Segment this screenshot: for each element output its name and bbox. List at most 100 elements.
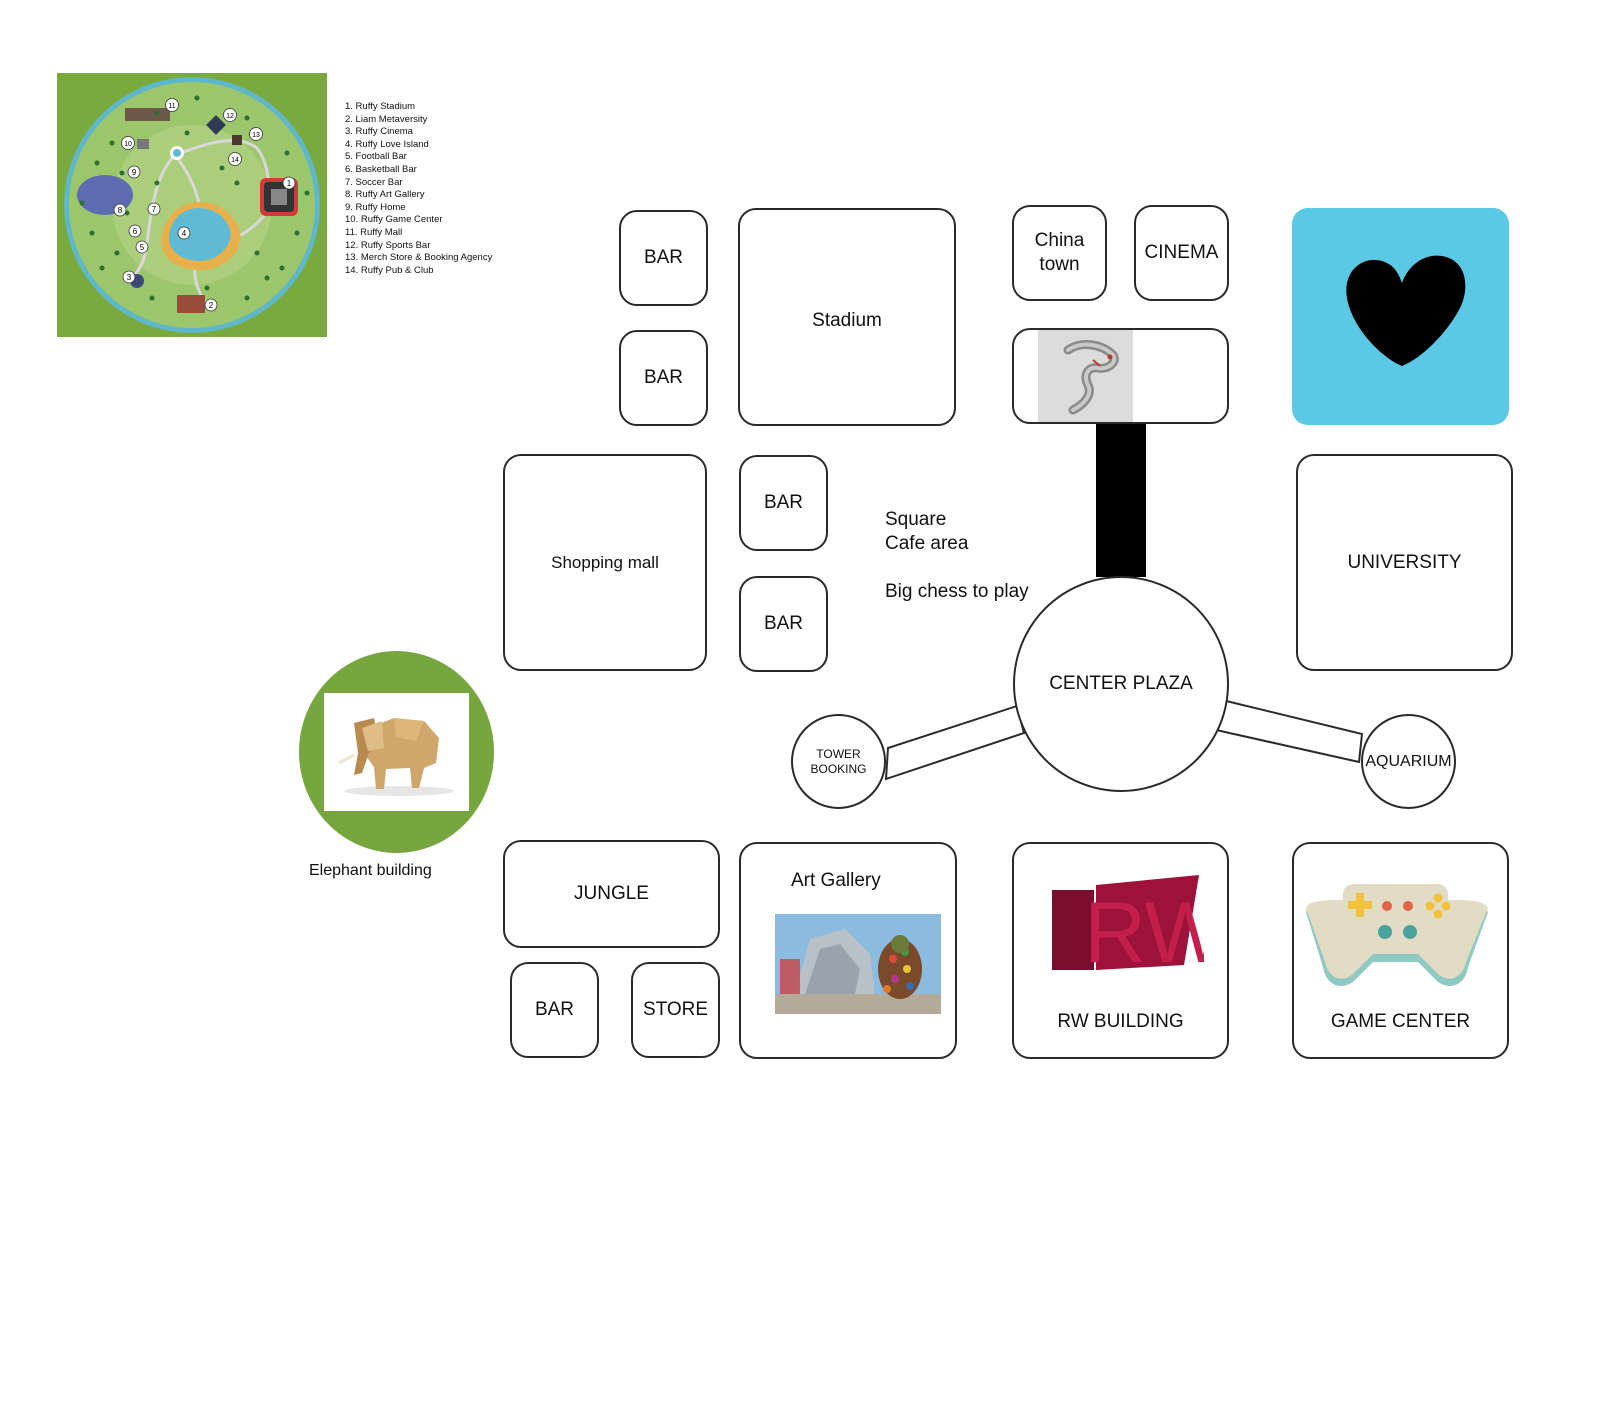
elephant-building-circle[interactable] [299,651,494,853]
legend-item: 10. Ruffy Game Center [345,214,443,226]
elephant-image [324,693,469,811]
svg-text:14: 14 [231,157,239,164]
bar-block-5[interactable]: BAR [510,962,599,1058]
game-center-block[interactable]: GAME CENTER [1292,842,1509,1059]
path-aquarium [1214,698,1364,764]
jungle-block[interactable]: JUNGLE [503,840,720,948]
metaversity-building-icon [177,295,205,313]
legend-item: 7. Soccer Bar [345,176,403,188]
heart-icon [1346,255,1466,366]
map-marker-14: 14 [228,152,242,166]
svg-text:12: 12 [226,113,234,120]
game-center-label: GAME CENTER [1330,1011,1471,1032]
legend-item: 1. Ruffy Stadium [345,101,416,112]
bar-block-2-label: BAR [643,367,684,388]
legend-item: 6. Basketball Bar [345,163,417,175]
rw-building-label: RW BUILDING [1057,1011,1184,1032]
china-town-dragon-block[interactable] [1012,328,1229,424]
map-markers: 1 2 3 4 5 6 7 8 9 10 11 12 13 14 [57,73,327,337]
svg-text:3: 3 [127,273,132,282]
rw-building-block[interactable]: RW RW BUILDING [1012,842,1229,1059]
bar-block-3[interactable]: BAR [739,455,828,551]
map-marker-10: 10 [121,136,135,150]
svg-text:7: 7 [152,205,157,214]
bar-block-4[interactable]: BAR [739,576,828,672]
map-marker-11: 11 [165,98,179,112]
aquarium-label: AQUARIUM [1365,752,1452,770]
svg-text:13: 13 [252,132,260,139]
map-marker-12: 12 [223,108,237,122]
tower-booking-label-line2: BOOKING [810,761,867,776]
cinema-block[interactable]: CINEMA [1134,205,1229,301]
dragon-sculpture-image [1038,330,1133,422]
map-marker-3: 3 [122,270,136,284]
map-marker-6: 6 [128,224,142,238]
map-marker-13: 13 [249,127,263,141]
stadium-label: Stadium [812,310,882,331]
university-label: UNIVERSITY [1347,551,1462,573]
jungle-label: JUNGLE [574,883,649,904]
map-legend: 1. Ruffy Stadium 2. Liam Metaversity 3. … [345,101,492,277]
shopping-mall-label: Shopping mall [551,552,659,572]
svg-text:8: 8 [118,206,123,215]
stadium-block[interactable]: Stadium [738,208,956,426]
elephant-building-label: Elephant building [309,862,432,879]
plaza-note-cafe: Cafe area [885,533,969,554]
svg-text:11: 11 [168,103,175,110]
art-gallery-label: Art Gallery [791,870,881,891]
store-label: STORE [642,999,709,1020]
legend-item: 3. Ruffy Cinema [345,126,413,138]
svg-text:2: 2 [209,301,214,310]
center-plaza-label: CENTER PLAZA [1049,673,1193,694]
svg-text:RW: RW [1084,885,1204,981]
svg-text:5: 5 [140,243,145,252]
bar-block-1[interactable]: BAR [619,210,708,306]
bar-block-3-label: BAR [763,492,804,513]
tower-booking-node[interactable]: TOWER BOOKING [791,714,886,809]
map-marker-5: 5 [135,240,149,254]
bar-block-1-label: BAR [643,247,684,268]
map-marker-2: 2 [204,298,218,312]
art-gallery-block[interactable]: Art Gallery [739,842,957,1059]
svg-text:9: 9 [132,168,137,177]
map-marker-9: 9 [127,165,141,179]
university-block[interactable]: UNIVERSITY [1296,454,1513,671]
cinema-label: CINEMA [1144,242,1219,263]
tower-booking-label-line1: TOWER [816,746,861,761]
aquarium-node[interactable]: AQUARIUM [1361,714,1456,809]
plaza-note-square: Square [885,509,947,530]
legend-item: 14. Ruffy Pub & Club [345,264,434,276]
plaza-note-chess: Big chess to play [885,581,1029,602]
svg-text:1: 1 [287,179,292,188]
legend-item: 5. Football Bar [345,151,407,163]
bar-block-2[interactable]: BAR [619,330,708,426]
park-map: 1 2 3 4 5 6 7 8 9 10 11 12 13 14 [57,73,327,337]
plaza-notes: Square Cafe area Big chess to play [885,508,1029,604]
svg-text:6: 6 [133,227,138,236]
legend-item: 4. Ruffy Love Island [345,138,429,150]
svg-text:10: 10 [124,141,132,148]
map-marker-7: 7 [147,202,161,216]
china-town-label-line1: China [1034,230,1085,251]
legend-item: 8. Ruffy Art Gallery [345,189,425,201]
shopping-mall-block[interactable]: Shopping mall [503,454,707,671]
center-plaza[interactable]: CENTER PLAZA [1013,576,1229,792]
road-china-town-plaza [1096,422,1146,577]
art-gallery-image [775,914,941,1014]
legend-item: 2. Liam Metaversity [345,113,428,125]
map-marker-4: 4 [177,226,191,240]
legend-item: 11. Ruffy Mall [345,226,403,238]
legend-item: 12. Ruffy Sports Bar [345,239,431,251]
love-island-tile[interactable] [1292,208,1509,425]
svg-text:4: 4 [182,229,187,238]
bar-block-5-label: BAR [534,999,575,1020]
bar-block-4-label: BAR [763,613,804,634]
store-block[interactable]: STORE [631,962,720,1058]
rw-logo-icon: RW [1052,875,1204,981]
path-tower-booking [884,704,1026,781]
map-marker-8: 8 [113,203,127,217]
legend-item: 13. Merch Store & Booking Agency [345,252,493,264]
map-marker-1: 1 [282,176,296,190]
china-town-block[interactable]: China town [1012,205,1107,301]
china-town-label-line2: town [1039,254,1080,275]
